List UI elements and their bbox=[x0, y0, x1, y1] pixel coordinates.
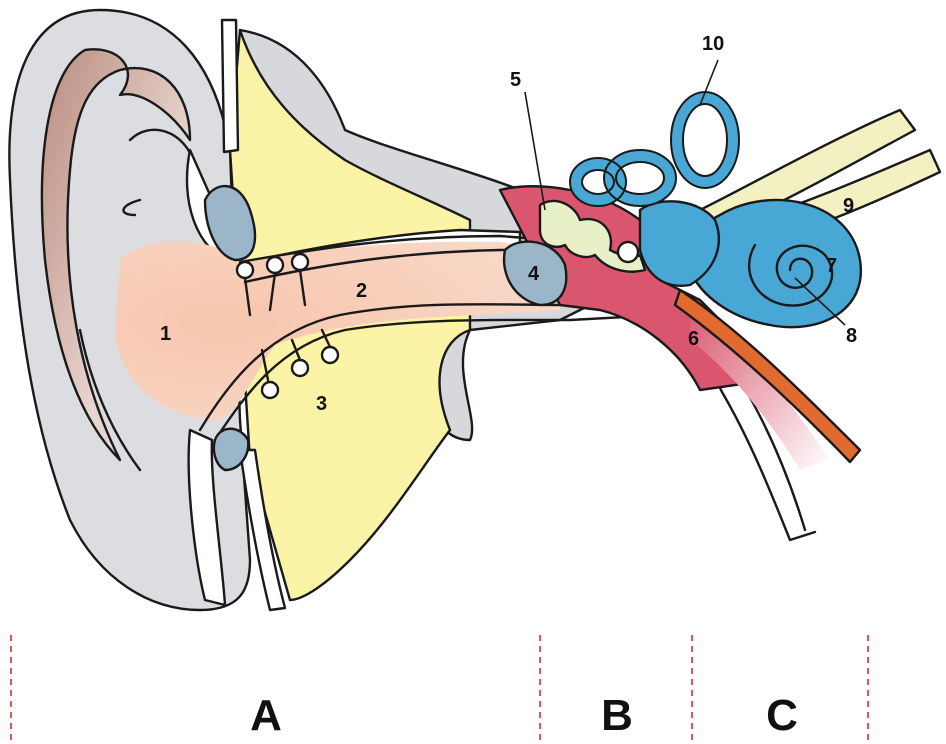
label-10: 10 bbox=[702, 33, 724, 55]
label-2: 2 bbox=[356, 280, 367, 302]
zone-label-b: B bbox=[601, 691, 633, 740]
label-4: 4 bbox=[528, 263, 540, 285]
semicircular-canals-outline bbox=[570, 92, 739, 206]
zone-label-c: C bbox=[766, 691, 798, 740]
label-7: 7 bbox=[826, 255, 837, 277]
label-9: 9 bbox=[843, 195, 854, 217]
label-6: 6 bbox=[688, 328, 699, 350]
label-8: 8 bbox=[846, 325, 857, 347]
stapes-ring bbox=[618, 242, 638, 262]
semicircular-canals bbox=[576, 98, 733, 200]
zone-label-a: A bbox=[250, 691, 282, 740]
label-3: 3 bbox=[316, 393, 327, 415]
upper-pinna-tube bbox=[222, 20, 238, 152]
label-1: 1 bbox=[160, 323, 171, 345]
label-5: 5 bbox=[510, 69, 521, 91]
